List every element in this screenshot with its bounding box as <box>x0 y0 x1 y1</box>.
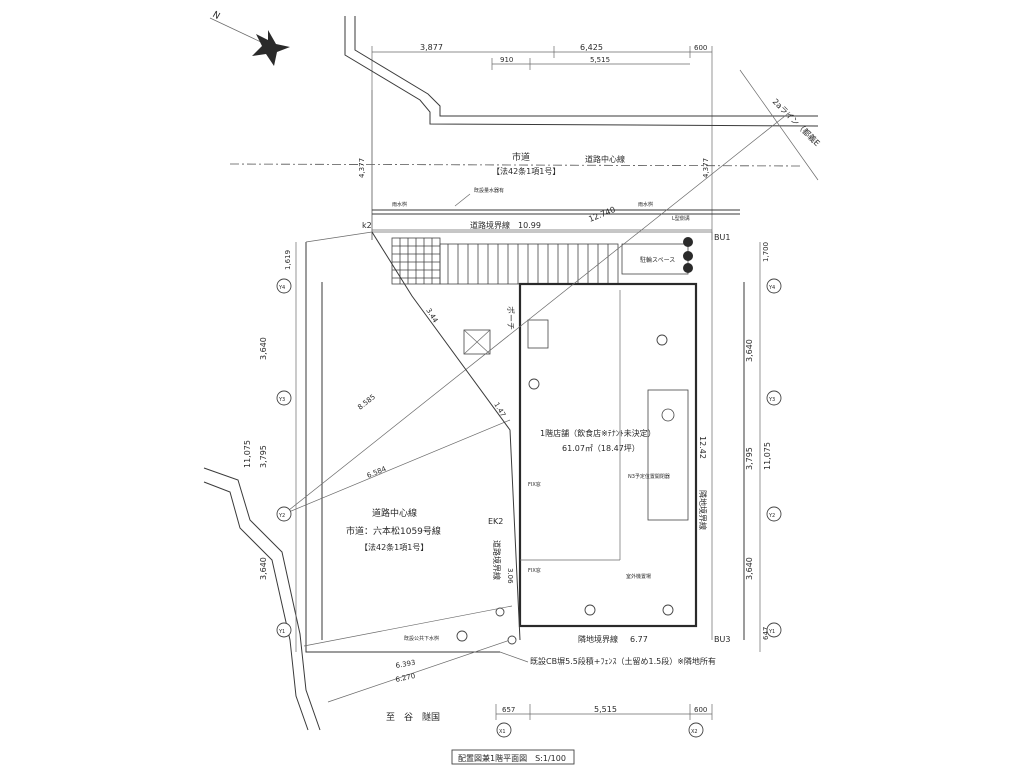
left-dim-4: 3,795 <box>259 445 268 468</box>
note-hydrant-2: 雨水桝 <box>638 201 653 208</box>
west-road-law: 【法42条1項1号】 <box>360 542 428 552</box>
point-k2: k2 <box>362 221 372 230</box>
right-dim-5: 3,640 <box>745 557 754 580</box>
dim-bottom-2: 5,515 <box>594 705 617 714</box>
grid-right-1: Y4 <box>768 285 775 291</box>
north-label: N <box>211 10 222 22</box>
grid-bubbles: Y4 Y3 Y2 Y1 Y4 Y3 Y2 Y1 X1 X2 <box>276 278 782 738</box>
north-road-name: 市道 <box>512 151 530 163</box>
left-dim-1: 1,619 <box>284 250 292 270</box>
river-label: 至 谷 隧国 <box>386 711 440 723</box>
dim-top-1: 3,877 <box>420 43 443 52</box>
right-dim-4: 3,795 <box>745 447 754 470</box>
south-boundary-label: 隣地境界線 <box>578 634 618 644</box>
pole-note: 既設公共下水桝 <box>404 635 439 642</box>
dim-bottom-3: 600 <box>694 706 707 714</box>
left-dim-5: 3,640 <box>259 557 268 580</box>
building-outline: 1階店舗（飲食店※ﾃﾅﾝﾄ未決定） 61.07㎡（18.47坪） ポーチ N3予… <box>463 282 698 628</box>
north-arrow-icon: N <box>209 10 290 66</box>
left-top-dim: 4,377 <box>358 158 366 178</box>
diag-2: 6.584 <box>366 465 388 480</box>
west-road-centerline: 道路中心線 <box>372 507 417 519</box>
fix-window-2: FIX窓 <box>528 567 541 574</box>
line-2a-label: 2aライン（都義E <box>771 96 823 148</box>
ac-unit-label: 室外機置場 <box>626 573 651 580</box>
road-boundary-label: 道路境界線 <box>470 220 510 230</box>
point-bu1: BU1 <box>714 233 730 242</box>
west-road: 道路中心線 市道：六本松1059号線 【法42条1項1号】 至 谷 隧国 <box>203 467 441 731</box>
left-dimensions: 1,619 3,640 11,075 3,795 3,640 <box>243 242 297 652</box>
grid-left-3: Y2 <box>278 513 285 519</box>
diag-4: 6.270 <box>395 672 416 684</box>
diag-5: 1.47 <box>492 401 507 419</box>
dim-top-inner-2: 5,515 <box>590 56 610 64</box>
grid-right-2: Y3 <box>768 397 775 403</box>
right-top-dim: 4,377 <box>702 158 710 178</box>
site-boundary <box>305 231 745 653</box>
west-boundary-label: 道路境界線 <box>492 540 502 580</box>
dim-top-2: 6,425 <box>580 43 603 52</box>
porch-label: ポーチ <box>506 306 515 330</box>
grid-bottom-1: X1 <box>499 729 506 735</box>
fix-window-1: FIX窓 <box>528 481 541 488</box>
note-drain: L型側溝 <box>672 215 690 222</box>
road-boundary-length: 10.99 <box>518 221 541 230</box>
note-hydrant-1: 雨水桝 <box>392 201 407 208</box>
diagonal-lines: 8.585 6.584 6.393 6.270 1.47 3.44 <box>283 111 791 703</box>
porch-hatch: 駐輪スペース <box>391 237 693 285</box>
dim-top-3: 600 <box>694 44 707 52</box>
fence-note: 既設CB塀5.5段積+ﾌｪﾝｽ（土留め1.5段）※隣地所有 <box>530 656 716 666</box>
caption-text: 配置図兼1階平面図 S:1/100 <box>458 753 566 763</box>
north-road-centerline: 道路中心線 <box>585 154 625 164</box>
road-boundary-top: 道路境界線 10.99 12.740 既設量水器有 雨水桝 雨水桝 L型側溝 k… <box>362 187 740 242</box>
north-road-law: 【法42条1項1号】 <box>492 166 560 176</box>
west-boundary-length: 3.06 <box>506 568 514 584</box>
boundary-labels: 隣地境界線 12.42 隣地境界線 6.77 道路境界線 3.06 BU3 EK… <box>488 436 730 644</box>
notes: 既設CB塀5.5段積+ﾌｪﾝｽ（土留め1.5段）※隣地所有 既設公共下水桝 <box>404 607 716 666</box>
west-road-name: 市道：六本松1059号線 <box>346 525 441 537</box>
diag-1: 8.585 <box>356 393 377 412</box>
room-title: 1階店舗（飲食店※ﾃﾅﾝﾄ未決定） <box>540 428 656 438</box>
grid-right-3: Y2 <box>768 513 775 519</box>
south-boundary-length: 6.77 <box>630 635 648 644</box>
grid-left-4: Y1 <box>278 629 285 635</box>
note-meter: 既設量水器有 <box>474 187 504 194</box>
right-dim-6: 647 <box>762 627 770 640</box>
east-boundary-label: 隣地境界線 <box>698 490 708 530</box>
top-dimensions: 3,877 6,425 600 910 5,515 <box>371 43 713 240</box>
north-length: 12.740 <box>587 205 616 224</box>
point-ek2: EK2 <box>488 517 503 526</box>
point-bu3: BU3 <box>714 635 730 644</box>
bike-space-label: 駐輪スペース <box>640 256 675 264</box>
grid-right-4: Y1 <box>768 629 775 635</box>
north-road: 市道 【法42条1項1号】 道路中心線 4,377 4,377 2aライン（都義… <box>229 16 823 240</box>
east-boundary-length: 12.42 <box>698 436 707 459</box>
right-dim-3: 11,075 <box>763 442 772 470</box>
right-dim-1: 1,700 <box>762 242 770 262</box>
right-dim-2: 3,640 <box>745 339 754 362</box>
bottom-dimensions: 657 5,515 600 <box>495 704 713 720</box>
grid-left-2: Y3 <box>278 397 285 403</box>
sign-note: N3予定位置開閉器 <box>628 473 670 480</box>
grid-left-1: Y4 <box>278 285 285 291</box>
dim-bottom-1: 657 <box>502 706 515 714</box>
drawing-caption: 配置図兼1階平面図 S:1/100 <box>451 749 575 765</box>
left-dim-2: 3,640 <box>259 337 268 360</box>
dim-top-inner-1: 910 <box>500 56 513 64</box>
grid-bottom-2: X2 <box>691 729 698 735</box>
left-dim-3: 11,075 <box>243 440 252 468</box>
room-area: 61.07㎡（18.47坪） <box>562 444 640 453</box>
right-dimensions: 1,700 3,640 11,075 3,795 3,640 647 <box>745 242 772 652</box>
diag-3: 6.393 <box>395 659 416 670</box>
